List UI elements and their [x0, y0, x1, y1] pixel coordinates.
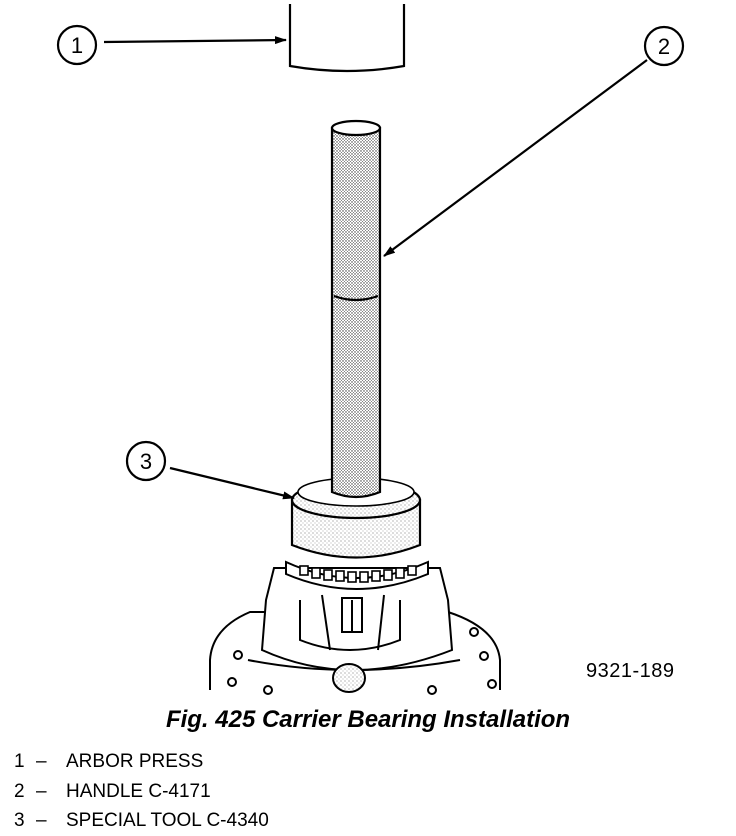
legend-item: 1 – ARBOR PRESS — [14, 747, 269, 777]
legend-number: 2 — [14, 780, 25, 802]
legend-item: 3 – SPECIAL TOOL C-4340 — [14, 806, 269, 836]
callout-1-number: 1 — [71, 33, 83, 58]
legend-number: 3 — [14, 810, 25, 831]
special-tool — [290, 477, 422, 559]
callout-2-number: 2 — [658, 34, 670, 59]
callout-3: 3 — [125, 440, 295, 500]
arbor-press — [288, 4, 406, 73]
legend-dash: – — [36, 810, 47, 831]
callout-2: 2 — [383, 25, 685, 257]
carrier-bearing-illustration: 1 2 3 — [56, 4, 685, 695]
legend-dash: – — [36, 780, 47, 802]
callout-1: 1 — [56, 24, 287, 66]
legend-item: 2 – HANDLE C-4171 — [14, 777, 269, 807]
carrier-bearing — [285, 560, 429, 590]
legend-text: HANDLE C-4171 — [66, 780, 211, 802]
handle — [330, 119, 382, 499]
figure-caption: Fig. 425 Carrier Bearing Installation — [165, 706, 571, 733]
figure-id-label: 9321-189 — [586, 660, 675, 682]
legend-text: ARBOR PRESS — [66, 751, 204, 772]
callout-3-number: 3 — [140, 449, 152, 474]
legend-number: 1 — [14, 751, 25, 772]
legend-list: 1 – ARBOR PRESS 2 – HANDLE C-4171 3 – SP… — [14, 747, 269, 836]
carrier-housing — [209, 567, 501, 695]
legend-text: SPECIAL TOOL C-4340 — [66, 810, 269, 831]
legend-dash: – — [36, 751, 47, 772]
